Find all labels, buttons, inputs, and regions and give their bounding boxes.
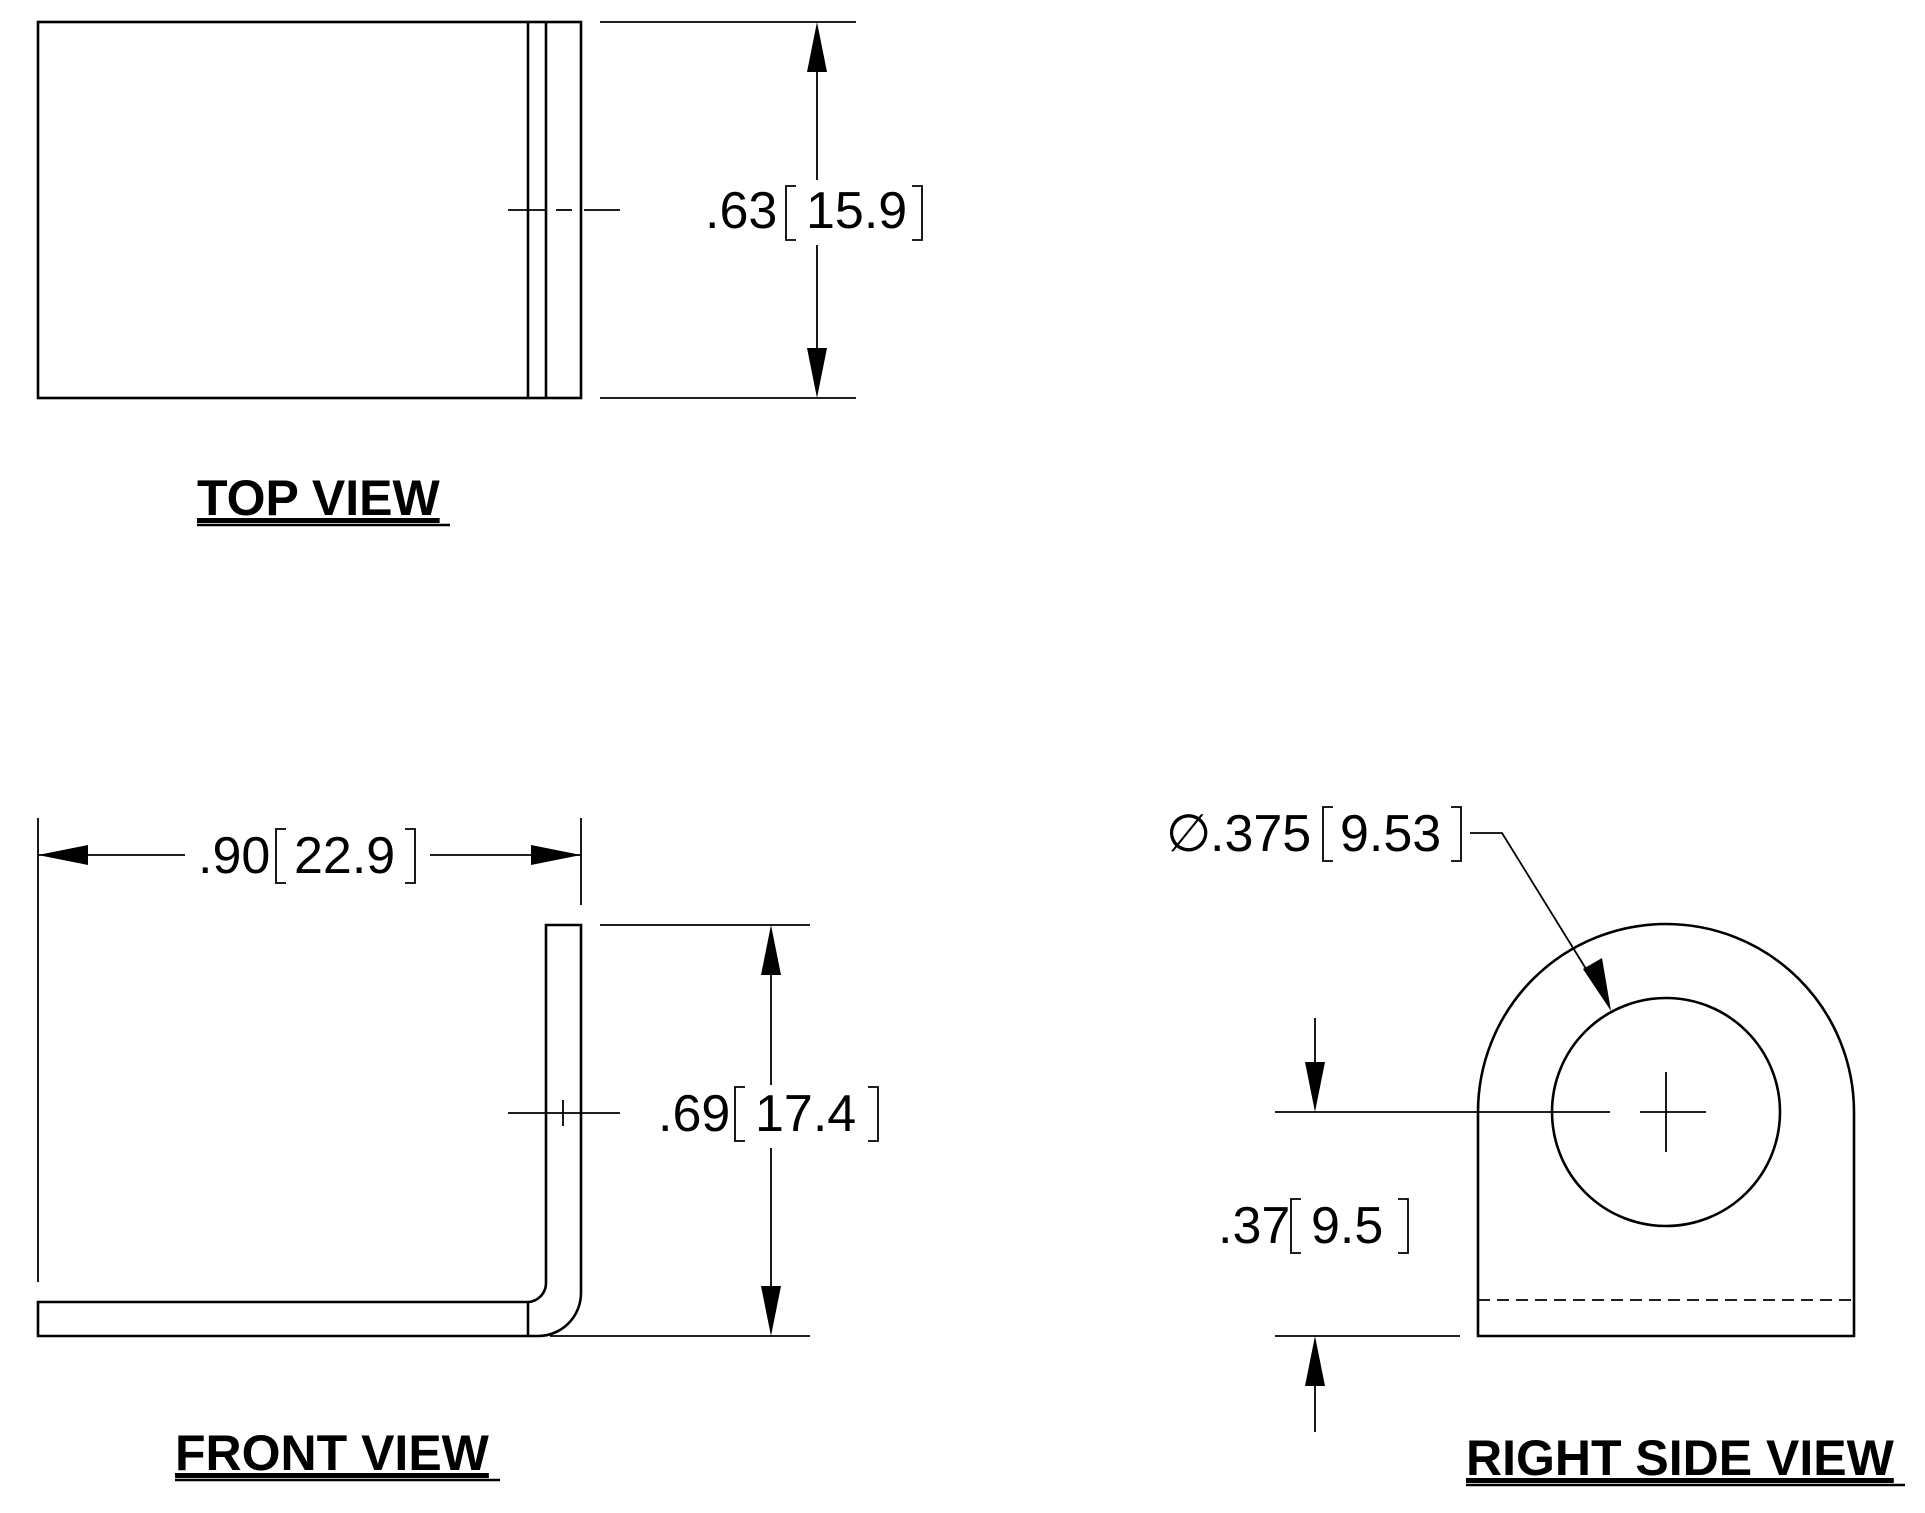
top-dim-arrow-down [807,348,827,398]
hole-center-arrow-up [1305,1336,1325,1386]
front-dim-length-bracket-open [275,828,286,884]
top-dim-inch: .63 [705,182,777,240]
hole-dia-mm: 9.53 [1340,805,1441,863]
top-view: .63 15.9 TOP VIEW [36,20,923,527]
top-dim-arrow-up [807,22,827,72]
front-dim-length-inch: .90 [198,827,270,885]
front-view-profile [36,923,583,1338]
hole-center-inch: .37 [1218,1197,1290,1255]
top-view-outline [36,20,583,400]
right-side-profile [1476,922,1856,1338]
top-view-title: TOP VIEW [197,470,440,526]
front-dim-height-bracket-close [868,1086,879,1142]
hole-dia-inch: .375 [1210,805,1311,863]
front-dim-height-mm: 17.4 [755,1085,856,1143]
top-dim-bracket-close [912,185,923,241]
hole-center-arrow-down [1305,1062,1325,1112]
front-dim-height-bracket-open [734,1086,745,1142]
front-view: .90 22.9 .69 17.4 FRONT VIEW [36,818,879,1482]
front-dim-length-mm: 22.9 [294,827,395,885]
hole-dia-bracket-open [1322,806,1333,862]
hole-dia-symbol: ∅ [1166,805,1211,863]
right-side-view: ∅ .375 9.53 .37 9.5 RIGHT SIDE VIEW [1166,805,1905,1487]
front-dim-arrow-down [761,1286,781,1336]
front-dim-arrow-up [761,925,781,975]
hole-dia-bracket-close [1451,806,1462,862]
right-side-view-title: RIGHT SIDE VIEW [1466,1430,1895,1486]
front-dim-length-bracket-close [405,828,416,884]
hole-dia-leader [1470,832,1605,999]
front-dim-arrow-right [531,845,581,865]
hole-center-bracket-open [1290,1198,1301,1254]
top-dim-bracket-open [785,185,796,241]
hole-center-mm: 9.5 [1311,1197,1383,1255]
front-dim-arrow-left [38,845,88,865]
hole-dia-leader-arrow [1583,958,1611,1011]
hole-center-bracket-close [1398,1198,1409,1254]
front-view-title: FRONT VIEW [175,1425,490,1481]
top-dim-mm: 15.9 [806,182,907,240]
front-dim-height-inch: .69 [658,1085,730,1143]
